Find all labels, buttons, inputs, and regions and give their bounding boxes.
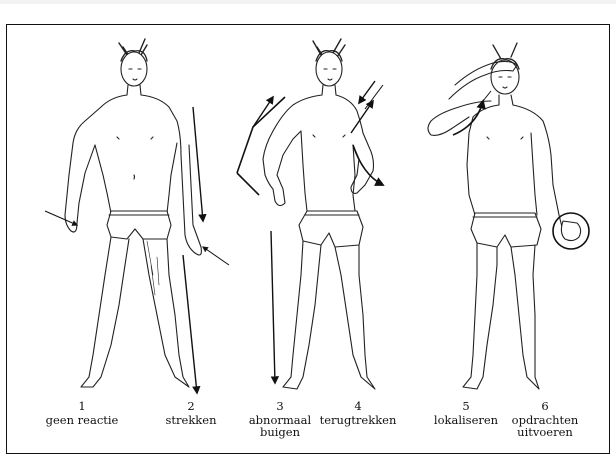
label-terugtrekken: 4 terugtrekken xyxy=(319,400,397,426)
label-text: terugtrekken xyxy=(319,414,397,426)
label-strekken: 2 strekken xyxy=(161,400,221,426)
label-abnormaal-buigen: 3 abnormaal buigen xyxy=(243,400,317,438)
label-text: geen reactie xyxy=(41,414,123,426)
label-number: 3 xyxy=(243,400,317,412)
label-number: 4 xyxy=(319,400,397,412)
figures-drawing xyxy=(7,25,610,454)
label-lokaliseren: 5 lokaliseren xyxy=(429,400,503,426)
top-edge-line xyxy=(0,0,616,4)
label-text: strekken xyxy=(161,414,221,426)
label-text: abnormaal buigen xyxy=(243,414,317,438)
label-text: lokaliseren xyxy=(429,414,503,426)
label-number: 5 xyxy=(429,400,503,412)
label-number: 2 xyxy=(161,400,221,412)
illustration-frame: 1 geen reactie 2 strekken 3 abnormaal bu… xyxy=(6,24,610,454)
label-number: 1 xyxy=(41,400,123,412)
label-geen-reactie: 1 geen reactie xyxy=(41,400,123,426)
label-text: opdrachten uitvoeren xyxy=(505,414,585,438)
figure-middle-patient xyxy=(263,39,375,389)
label-opdrachten-uitvoeren: 6 opdrachten uitvoeren xyxy=(505,400,585,438)
figure-right-patient xyxy=(428,43,581,389)
label-number: 6 xyxy=(505,400,585,412)
figure-left-patient xyxy=(65,39,201,387)
